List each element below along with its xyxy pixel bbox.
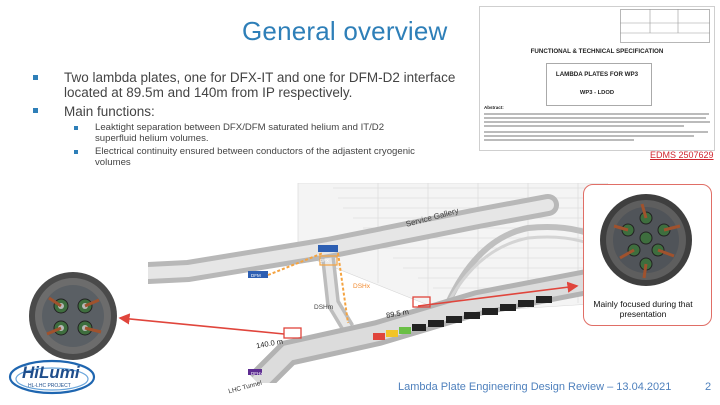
spec-document-preview[interactable]: FUNCTIONAL & TECHNICAL SPECIFICATION LAM…	[479, 6, 715, 151]
bullet-marker	[33, 75, 38, 80]
focus-note: Mainly focused during that presentation	[593, 299, 693, 319]
lambda-plate-dfx-image	[600, 194, 692, 286]
bullet-marker	[33, 108, 38, 113]
spec-title-box	[546, 63, 652, 106]
spec-wp-code: WP3 - LDOD	[579, 90, 615, 96]
footer-text: Lambda Plate Engineering Design Review –…	[398, 381, 672, 393]
tunnel-diagram	[148, 183, 608, 383]
bullet-1-text: Two lambda plates, one for DFX-IT and on…	[64, 70, 456, 100]
sub-bullet-1-text: Leaktight separation between DFX/DFM sat…	[95, 122, 385, 144]
sub-bullet-2-text: Electrical continuity ensured between co…	[95, 146, 415, 168]
hilumi-swoosh-icon	[8, 359, 96, 395]
spec-subtitle: LAMBDA PLATES FOR WP3	[555, 71, 639, 78]
dfm-label: DFM	[251, 273, 261, 278]
hilumi-logo: HiLumi HL-LHC PROJECT	[8, 357, 96, 397]
dfx-label: DFX	[320, 258, 329, 263]
dshm-label: DSHm	[314, 304, 334, 311]
bullet-2-text: Main functions:	[64, 104, 155, 119]
slide-title: General overview	[242, 16, 448, 46]
sub-bullet-marker	[74, 126, 78, 130]
sub-bullet-marker	[74, 150, 78, 154]
page-number: 2	[705, 381, 712, 393]
edms-link[interactable]: EDMS 2507629	[650, 150, 714, 160]
spec-abstract-label: Abstract:	[484, 105, 504, 110]
doc-header-table-icon	[620, 9, 710, 43]
spec-header: FUNCTIONAL & TECHNICAL SPECIFICATION	[530, 48, 664, 55]
dshx-label: DSHx	[353, 283, 370, 290]
dfhx-label: DFHx	[251, 371, 263, 376]
hilumi-subtext: HL-LHC PROJECT	[28, 383, 71, 389]
hilumi-text: HiLumi	[22, 363, 80, 382]
lambda-plate-dfm-image	[29, 272, 117, 360]
